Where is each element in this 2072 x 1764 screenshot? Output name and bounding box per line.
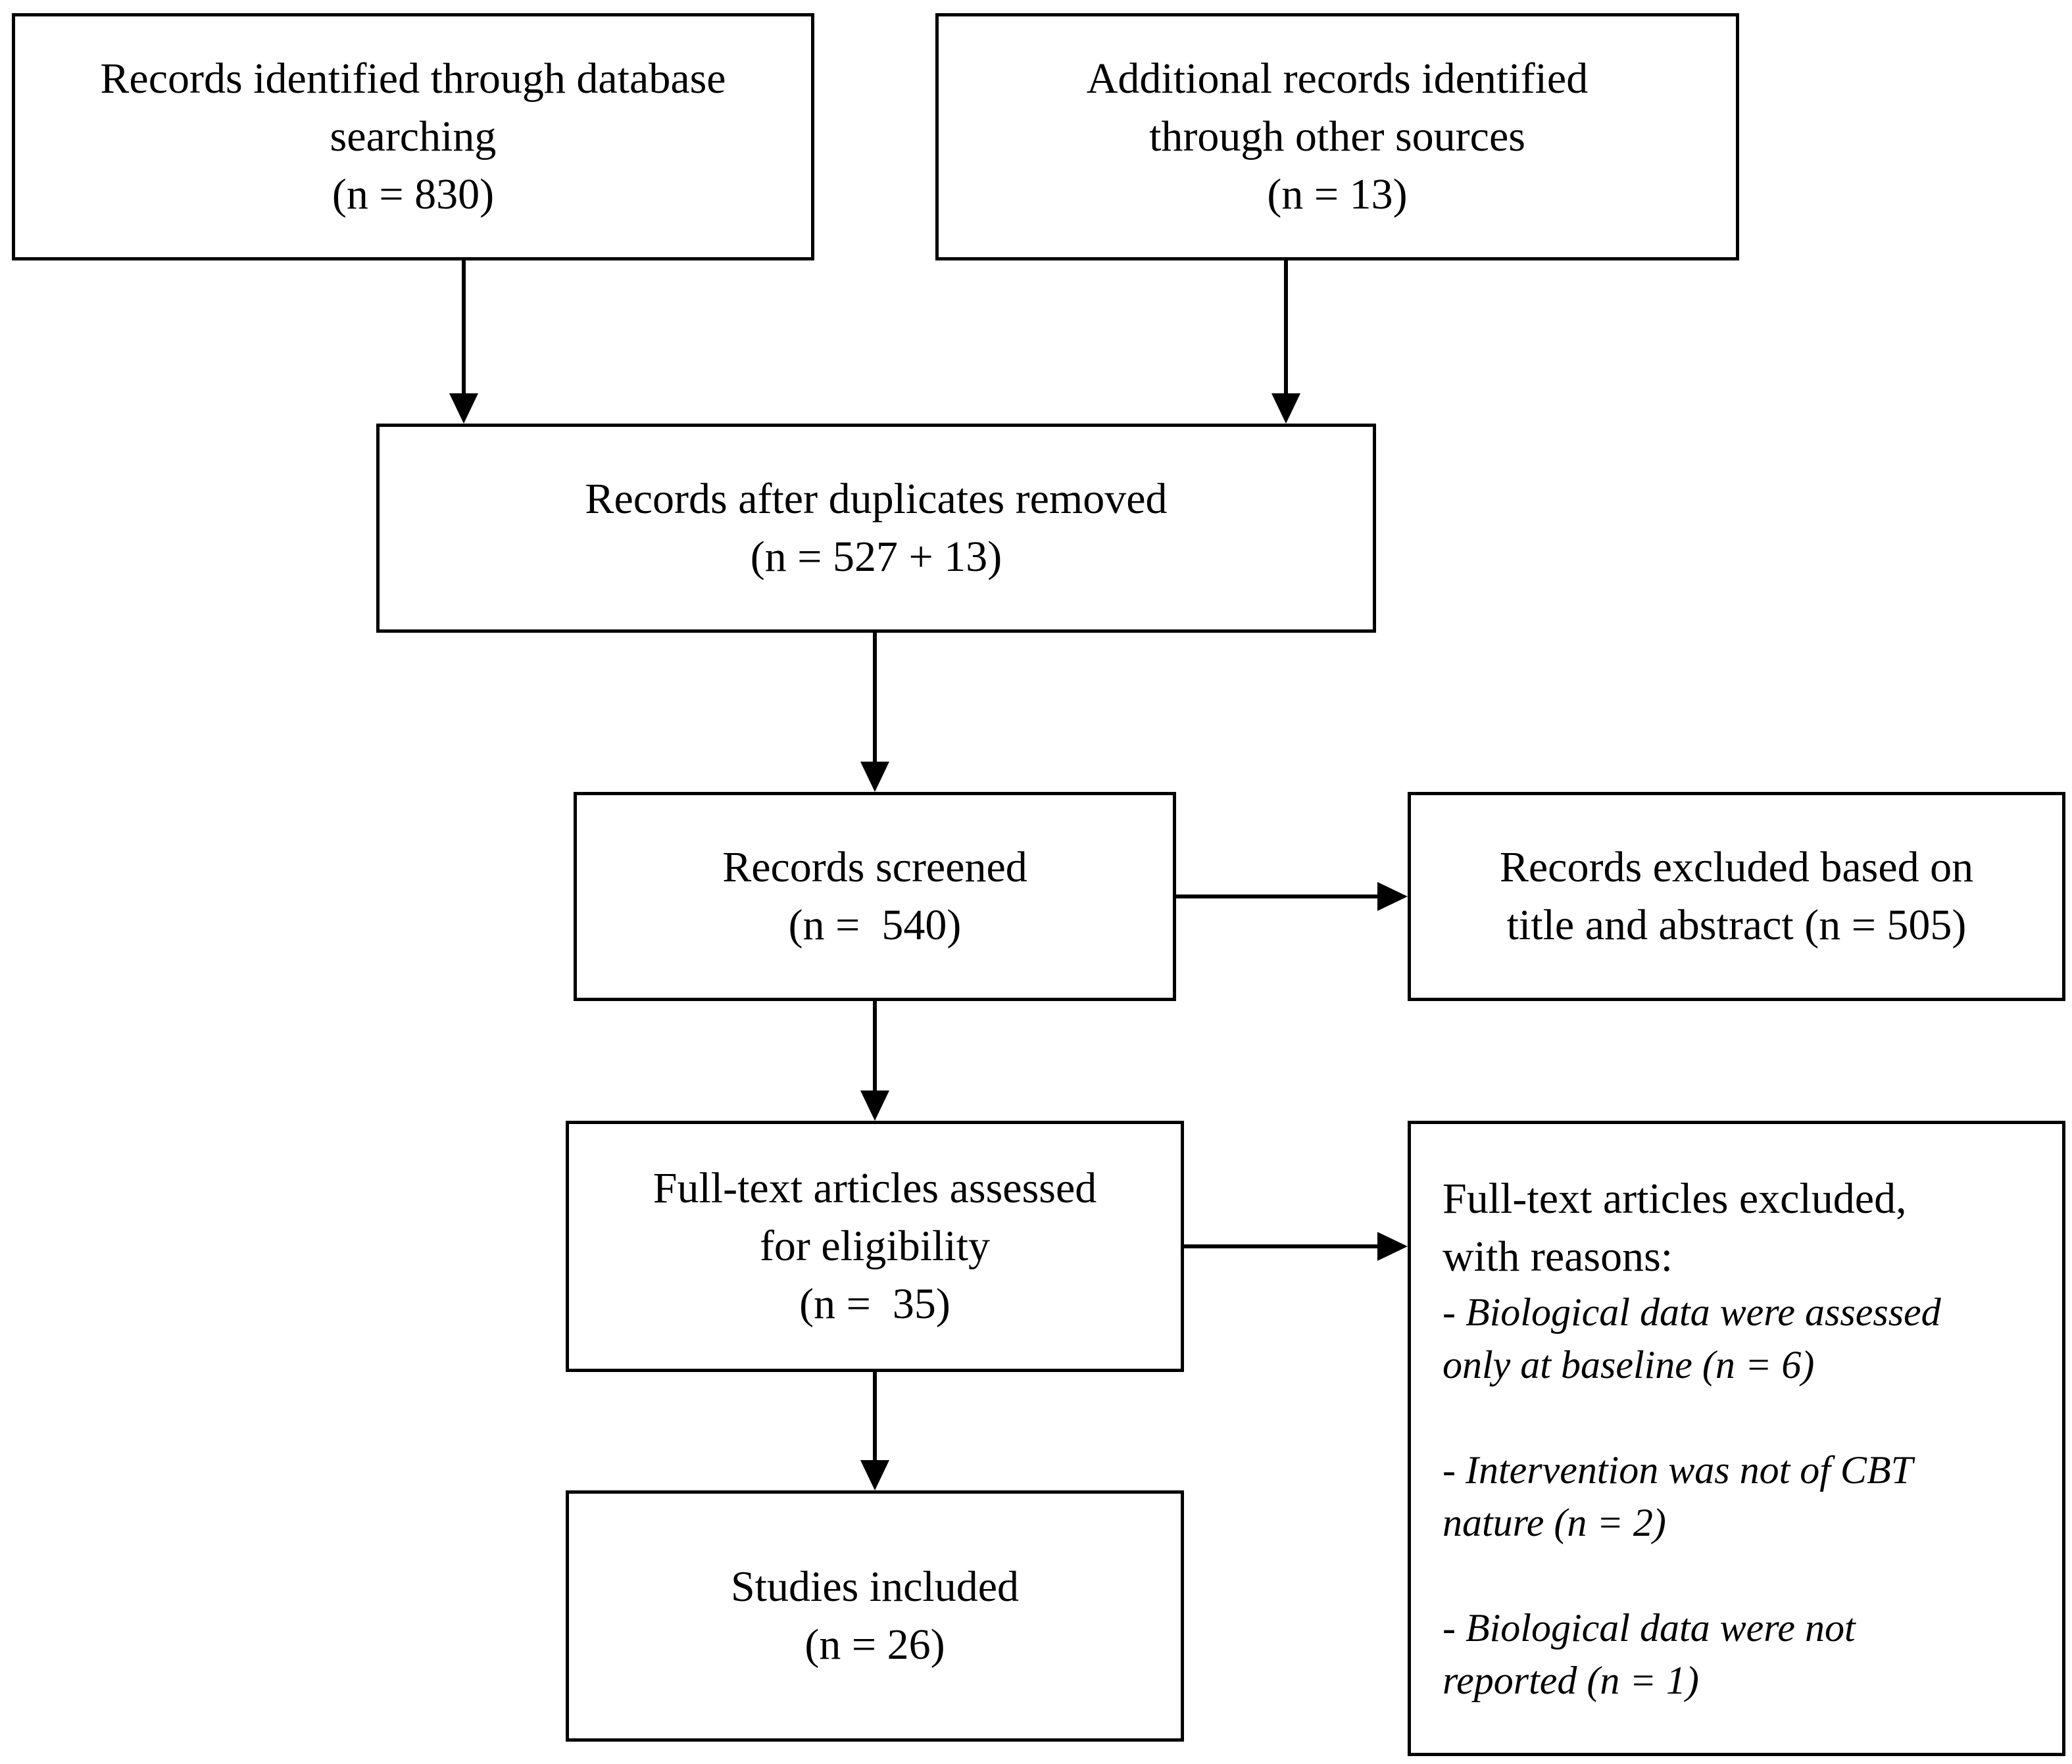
other-sources-count: (n = 13) bbox=[1267, 170, 1408, 218]
arrowhead-other-to-duplicates bbox=[1271, 393, 1300, 424]
arrowhead-screened-to-excluded bbox=[1377, 882, 1408, 911]
other-sources-line-1: Additional records identified bbox=[1086, 55, 1589, 103]
exclusion-reason-2-line-2: nature (n = 2) bbox=[1443, 1501, 1666, 1544]
db-search-line-2: searching bbox=[330, 112, 497, 160]
db-search-line-1: Records identified through database bbox=[100, 55, 726, 103]
exclusion-reason-2-line-1: - Intervention was not of CBT bbox=[1443, 1448, 1913, 1492]
other-sources-line-2: through other sources bbox=[1149, 112, 1525, 160]
box-records-screened: Records screened (n = 540) bbox=[574, 792, 1176, 1001]
after-duplicates-label: Records after duplicates removed bbox=[585, 475, 1168, 523]
exclusion-reason-1-line-2: only at baseline (n = 6) bbox=[1443, 1343, 1815, 1386]
box-after-duplicates: Records after duplicates removed (n = 52… bbox=[376, 424, 1376, 633]
excluded-title-abstract-line-1: Records excluded based on bbox=[1499, 843, 1974, 891]
arrowhead-duplicates-to-screened bbox=[860, 762, 889, 792]
full-text-assessed-line-1: Full-text articles assessed bbox=[653, 1164, 1097, 1212]
box-database-search: Records identified through database sear… bbox=[12, 13, 814, 260]
arrowhead-fulltext-to-included bbox=[860, 1460, 889, 1490]
full-text-assessed-count: (n = 35) bbox=[799, 1280, 950, 1328]
screened-count: (n = 540) bbox=[788, 901, 962, 949]
excluded-title-abstract-line-2: title and abstract (n = 505) bbox=[1506, 901, 1967, 949]
arrowhead-fulltext-to-excluded bbox=[1377, 1232, 1408, 1261]
studies-included-label: Studies included bbox=[730, 1563, 1020, 1611]
arrowhead-db-to-duplicates bbox=[449, 393, 478, 424]
studies-included-count: (n = 26) bbox=[804, 1621, 945, 1669]
box-excluded-title-abstract: Records excluded based on title and abst… bbox=[1408, 792, 2065, 1001]
full-text-excluded-heading-2: with reasons: bbox=[1443, 1233, 1673, 1281]
box-studies-included: Studies included (n = 26) bbox=[566, 1490, 1184, 1742]
after-duplicates-count: (n = 527 + 13) bbox=[750, 533, 1002, 581]
box-full-text-excluded: Full-text articles excluded, with reason… bbox=[1408, 1121, 2065, 1756]
db-search-count: (n = 830) bbox=[332, 170, 495, 218]
full-text-assessed-line-2: for eligibility bbox=[759, 1222, 991, 1270]
exclusion-reason-3-line-1: - Biological data were not bbox=[1443, 1606, 1856, 1650]
full-text-excluded-heading-1: Full-text articles excluded, bbox=[1443, 1175, 1907, 1223]
screened-label: Records screened bbox=[722, 843, 1027, 891]
exclusion-reason-3-line-2: reported (n = 1) bbox=[1443, 1659, 1699, 1702]
arrowhead-screened-to-fulltext bbox=[860, 1090, 889, 1121]
box-other-sources: Additional records identified through ot… bbox=[935, 13, 1739, 260]
exclusion-reason-1-line-1: - Biological data were assessed bbox=[1443, 1290, 1941, 1334]
box-full-text-assessed: Full-text articles assessed for eligibil… bbox=[566, 1121, 1184, 1372]
